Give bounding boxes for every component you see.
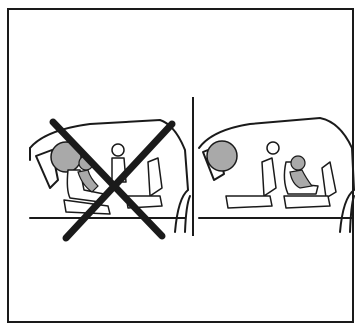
passenger-right	[267, 142, 279, 154]
airbag-right	[207, 141, 237, 171]
incorrect-panel	[30, 120, 190, 232]
